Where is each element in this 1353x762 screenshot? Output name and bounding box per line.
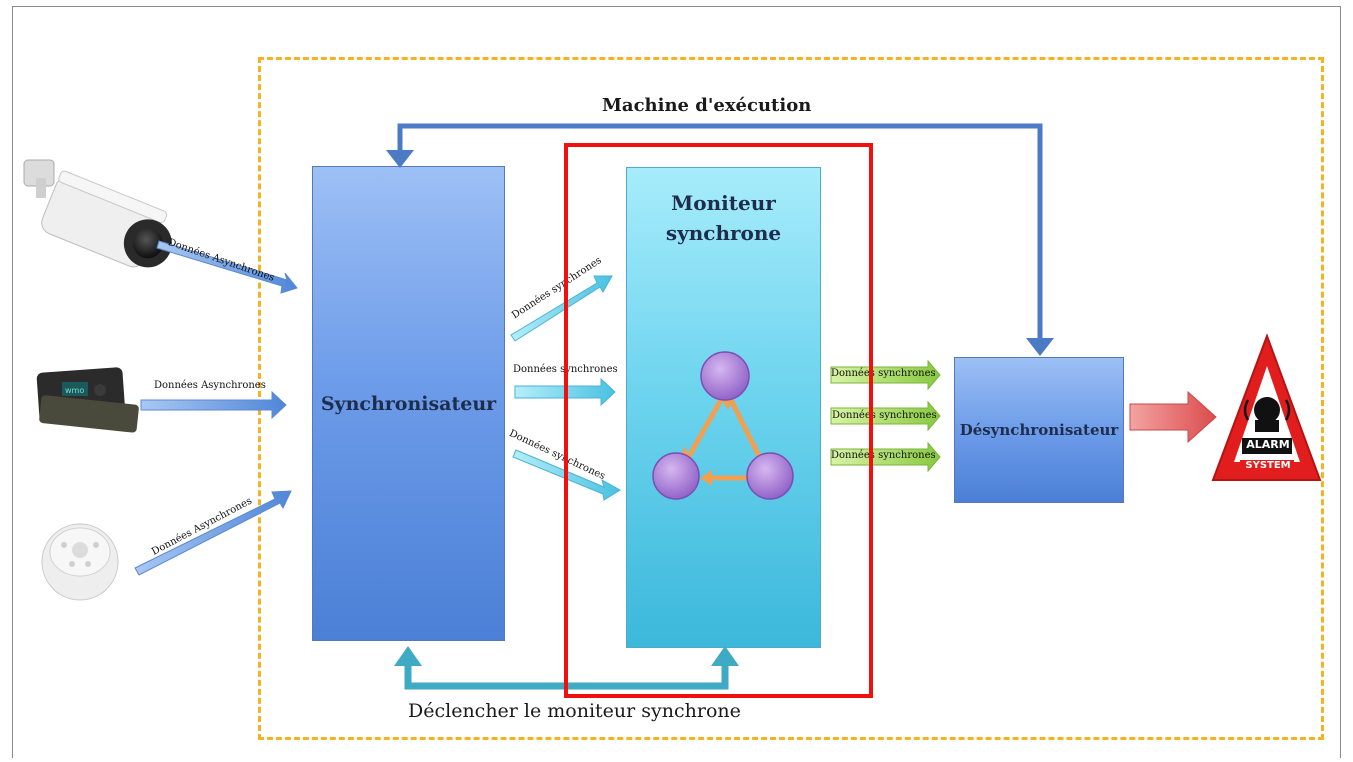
motion-sensor-icon [41,523,119,601]
svg-text:wmo: wmo [65,386,84,395]
sync-out-label-1: Données synchrones [831,368,936,379]
alarm-text-line1: ALARM [1246,438,1290,451]
security-camera-icon [23,159,172,268]
sync-out-label-3: Données synchrones [831,450,936,461]
desynchronizer-block: Désynchronisateur [954,357,1124,503]
wearable-device-icon: wmo [36,367,139,433]
highlight-box [564,143,873,698]
sync-out-label-2: Données synchrones [832,410,937,421]
automaton-state-right [746,452,794,500]
automaton-state-top [700,351,750,401]
async-label-2: Données Asynchrones [154,380,266,391]
trigger-monitor-label: Déclencher le moniteur synchrone [408,700,741,722]
sync-out-arrow-2 [830,400,941,432]
sync-out-arrow-1 [830,359,941,391]
alarm-system-icon [1211,333,1322,481]
sync-arrow-1 [510,275,613,342]
automaton-state-left [652,452,700,500]
sync-out-arrow-3 [830,441,941,473]
async-arrow-1 [156,240,298,294]
desynchronizer-label: Désynchronisateur [959,421,1119,439]
synchronizer-label: Synchronisateur [320,392,497,415]
figure-frame [12,6,1341,758]
async-arrow-2 [140,390,287,420]
monitor-label-line1: Moniteur [671,191,776,215]
monitor-label-line2: synchrone [665,221,782,245]
feedback-loop-arrow [386,123,1054,356]
synchronous-monitor-block: Moniteur synchrone [626,167,821,648]
synchronizer-block: Synchronisateur [312,166,505,641]
alarm-arrow [1129,390,1217,444]
execution-machine-title: Machine d'exécution [602,95,812,116]
async-arrow-3 [134,490,292,576]
monitor-automaton-graph [652,351,794,500]
alarm-text-line2: SYSTEM [1245,460,1291,471]
execution-machine-boundary [258,57,1324,740]
